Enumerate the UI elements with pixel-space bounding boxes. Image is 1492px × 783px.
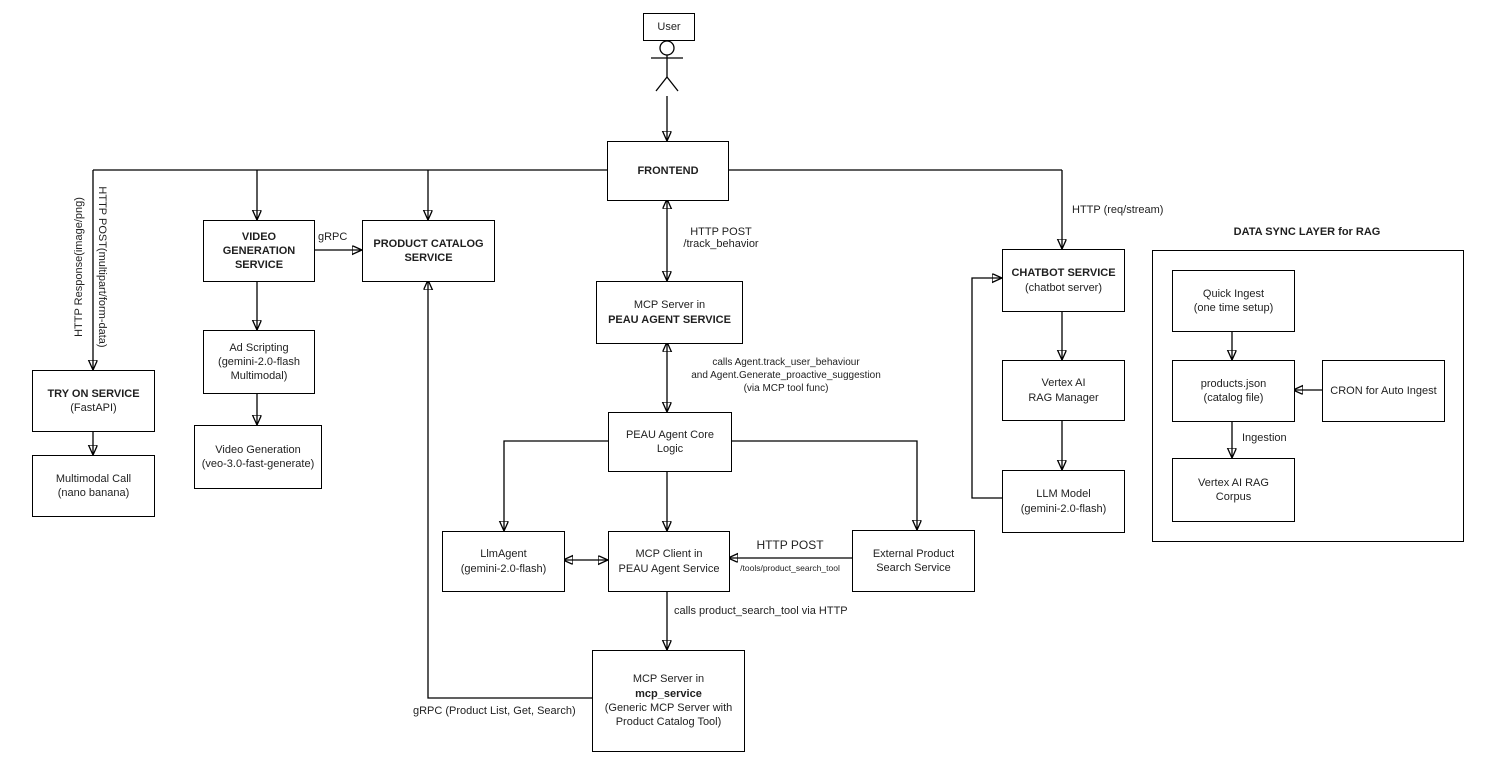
product-catalog-service-node: PRODUCT CATALOG SERVICE bbox=[362, 220, 495, 282]
quick-ingest-node: Quick Ingest (one time setup) bbox=[1172, 270, 1295, 332]
mcp-server-peau-node: MCP Server in PEAU AGENT SERVICE bbox=[596, 281, 743, 344]
mcp-client-node: MCP Client in PEAU Agent Service bbox=[608, 531, 730, 592]
multimodal-call-node: Multimodal Call (nano banana) bbox=[32, 455, 155, 517]
edge-label-grpc-top: gRPC bbox=[318, 231, 348, 243]
edge-label-http-req-stream: HTTP (req/stream) bbox=[1072, 204, 1164, 216]
edge-label-http-post-rotated: HTTP POST(multipart/form-data) bbox=[96, 186, 108, 348]
external-product-search-node: External Product Search Service bbox=[852, 530, 975, 592]
vertex-rag-corpus-node: Vertex AI RAG Corpus bbox=[1172, 458, 1295, 522]
edge-label-http-response-rotated: HTTP Response(image/png) bbox=[73, 197, 85, 337]
frontend-label: FRONTEND bbox=[637, 164, 699, 177]
user-node: User bbox=[643, 13, 695, 41]
data-sync-panel bbox=[1152, 250, 1464, 542]
edge-label-http-post-tools: HTTP POST bbox=[756, 538, 824, 552]
user-actor-icon bbox=[651, 40, 683, 92]
ad-scripting-node: Ad Scripting (gemini-2.0-flash Multimoda… bbox=[203, 330, 315, 394]
video-generation-model-node: Video Generation (veo-3.0-fast-generate) bbox=[194, 425, 322, 489]
mcp-server-mcp-service-node: MCP Server in mcp_service (Generic MCP S… bbox=[592, 650, 745, 752]
user-label: User bbox=[657, 20, 681, 33]
data-sync-panel-title: DATA SYNC LAYER for RAG bbox=[1233, 226, 1381, 238]
llm-agent-node: LlmAgent (gemini-2.0-flash) bbox=[442, 531, 565, 592]
edge-label-ingestion: Ingestion bbox=[1242, 432, 1287, 444]
edge-mcpservice-catalog bbox=[428, 280, 592, 699]
edge-label-tools-path: /tools/product_search_tool bbox=[740, 563, 840, 573]
products-json-node: products.json (catalog file) bbox=[1172, 360, 1295, 422]
cron-auto-ingest-node: CRON for Auto Ingest bbox=[1322, 360, 1445, 422]
edge-peaucore-externalsearch bbox=[730, 440, 917, 530]
try-on-service-node: TRY ON SERVICE (FastAPI) bbox=[32, 370, 155, 432]
llm-model-node: LLM Model (gemini-2.0-flash) bbox=[1002, 470, 1125, 533]
edge-peaucore-llmagent bbox=[504, 440, 608, 531]
vertex-rag-manager-node: Vertex AI RAG Manager bbox=[1002, 360, 1125, 421]
edge-llmmodel-chatbot-feedback bbox=[971, 278, 1002, 499]
video-generation-service-node: VIDEO GENERATION SERVICE bbox=[203, 220, 315, 282]
peau-agent-core-node: PEAU Agent Core Logic bbox=[608, 412, 732, 472]
frontend-node: FRONTEND bbox=[607, 141, 729, 201]
edge-label-http-post-track: HTTP POST /track_behavior bbox=[683, 226, 759, 250]
edge-label-calls-product-search: calls product_search_tool via HTTP bbox=[674, 605, 848, 617]
edge-label-grpc-bottom: gRPC (Product List, Get, Search) bbox=[413, 705, 576, 717]
edge-label-calls-agent: calls Agent.track_user_behaviour and Age… bbox=[691, 357, 881, 394]
chatbot-service-node: CHATBOT SERVICE (chatbot server) bbox=[1002, 249, 1125, 312]
